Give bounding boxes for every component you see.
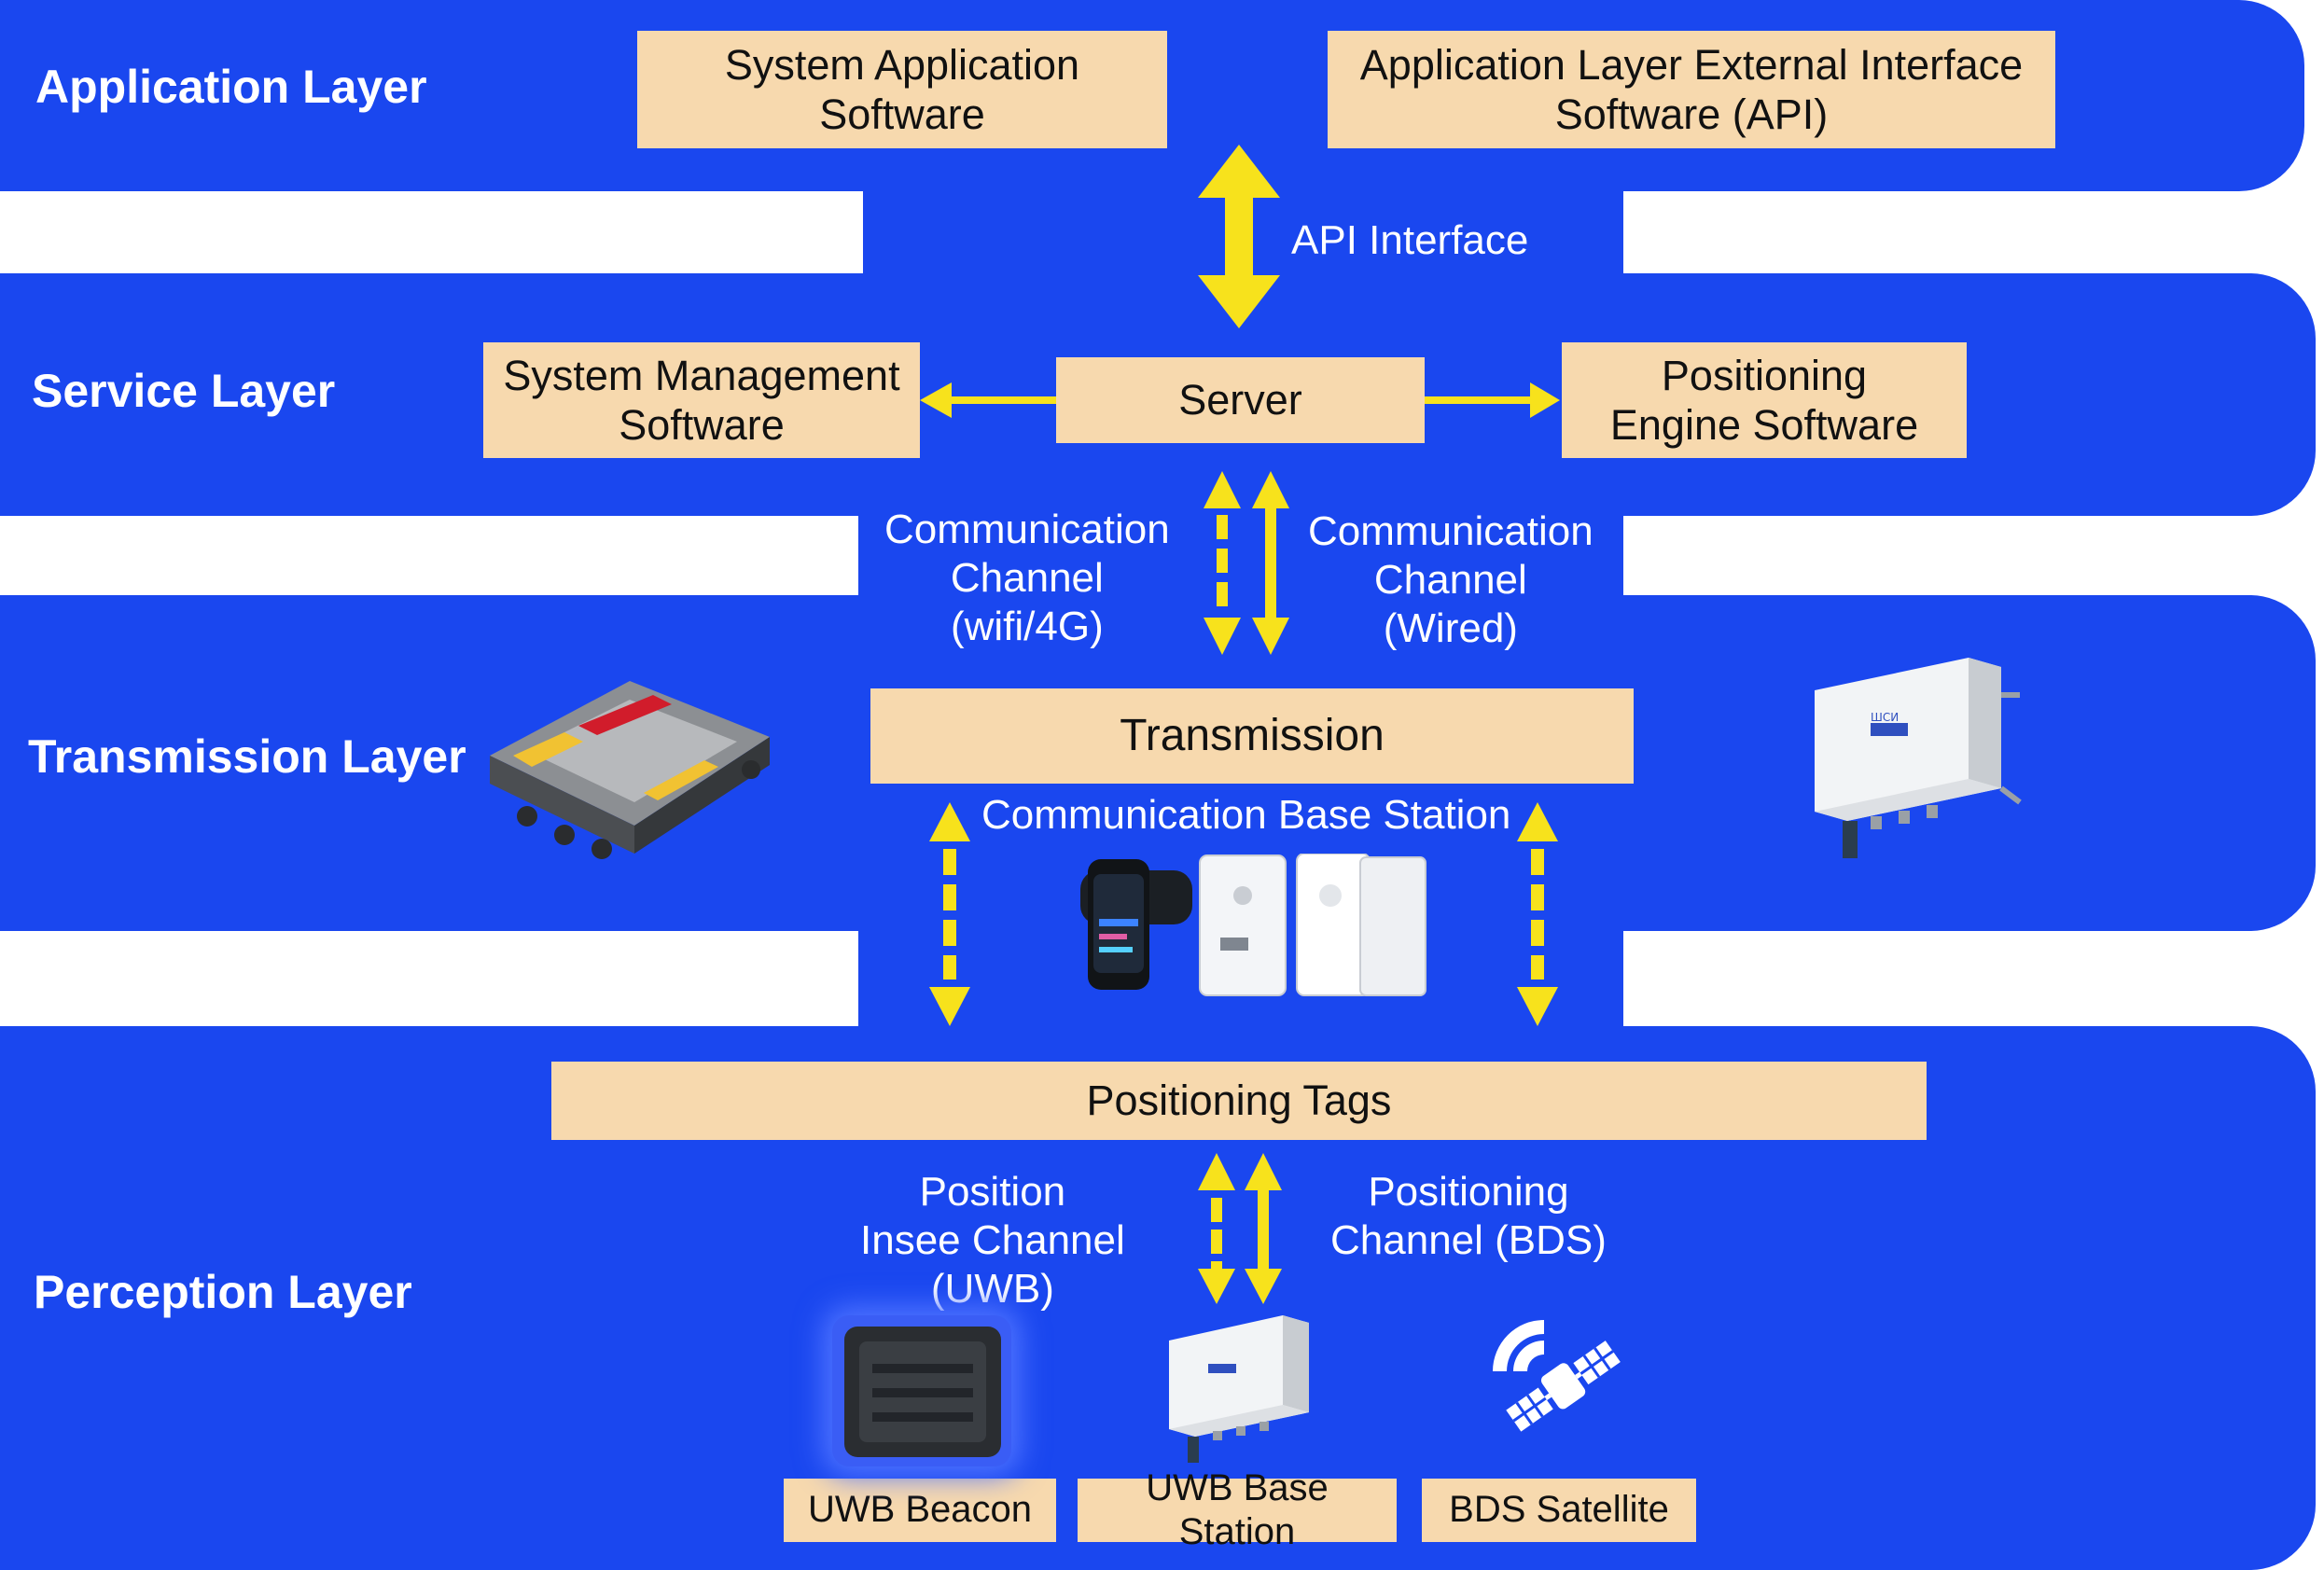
base-station-device-image: ШСИ xyxy=(1815,658,2022,858)
uwb-beacon-box: UWB Beacon xyxy=(784,1479,1056,1542)
connector-service-transmission xyxy=(858,511,1623,600)
server-right-arrow-shaft xyxy=(1425,396,1537,404)
server-left-arrow-shaft xyxy=(947,396,1056,404)
positioning-tags-box: Positioning Tags xyxy=(551,1062,1927,1140)
uwb-channel-arrow-top xyxy=(1198,1153,1235,1190)
transmission-box: Transmission xyxy=(870,688,1634,784)
bds-satellite-box: BDS Satellite xyxy=(1422,1479,1696,1542)
communication-base-station-label: Communication Base Station xyxy=(981,792,1511,838)
server-right-arrow-head xyxy=(1530,382,1560,418)
left-tag-arrow-top xyxy=(929,802,970,841)
server-box: Server xyxy=(1056,357,1425,443)
application-layer-label: Application Layer xyxy=(35,61,427,113)
bds-channel-arrow xyxy=(1245,1153,1282,1304)
uwb-base-station-device-image xyxy=(1169,1315,1309,1463)
gateway-device-image xyxy=(490,681,770,859)
right-tag-arrow-top xyxy=(1517,802,1558,841)
api-interface-arrow xyxy=(1198,145,1280,328)
service-layer-label: Service Layer xyxy=(32,365,336,417)
server-left-arrow-head xyxy=(920,382,952,418)
satellite-icon xyxy=(1493,1320,1621,1432)
base-station-brand-text: ШСИ xyxy=(1871,711,1899,724)
wired-channel-arrow xyxy=(1252,471,1289,655)
wifi-channel-arrow-top xyxy=(1204,471,1241,508)
uwb-beacon-device-image xyxy=(844,1327,1001,1457)
positioning-tags-devices-image xyxy=(1080,854,1426,996)
uwb-channel-arrow-bottom xyxy=(1198,1269,1235,1304)
perception-layer-label: Perception Layer xyxy=(34,1266,412,1318)
wifi-channel-arrow-bottom xyxy=(1204,618,1241,655)
left-tag-arrow-bottom xyxy=(929,987,970,1026)
transmission-layer-label: Transmission Layer xyxy=(28,730,466,783)
right-tag-arrow-bottom xyxy=(1517,987,1558,1026)
api-interface-label: API Interface xyxy=(1291,217,1529,263)
